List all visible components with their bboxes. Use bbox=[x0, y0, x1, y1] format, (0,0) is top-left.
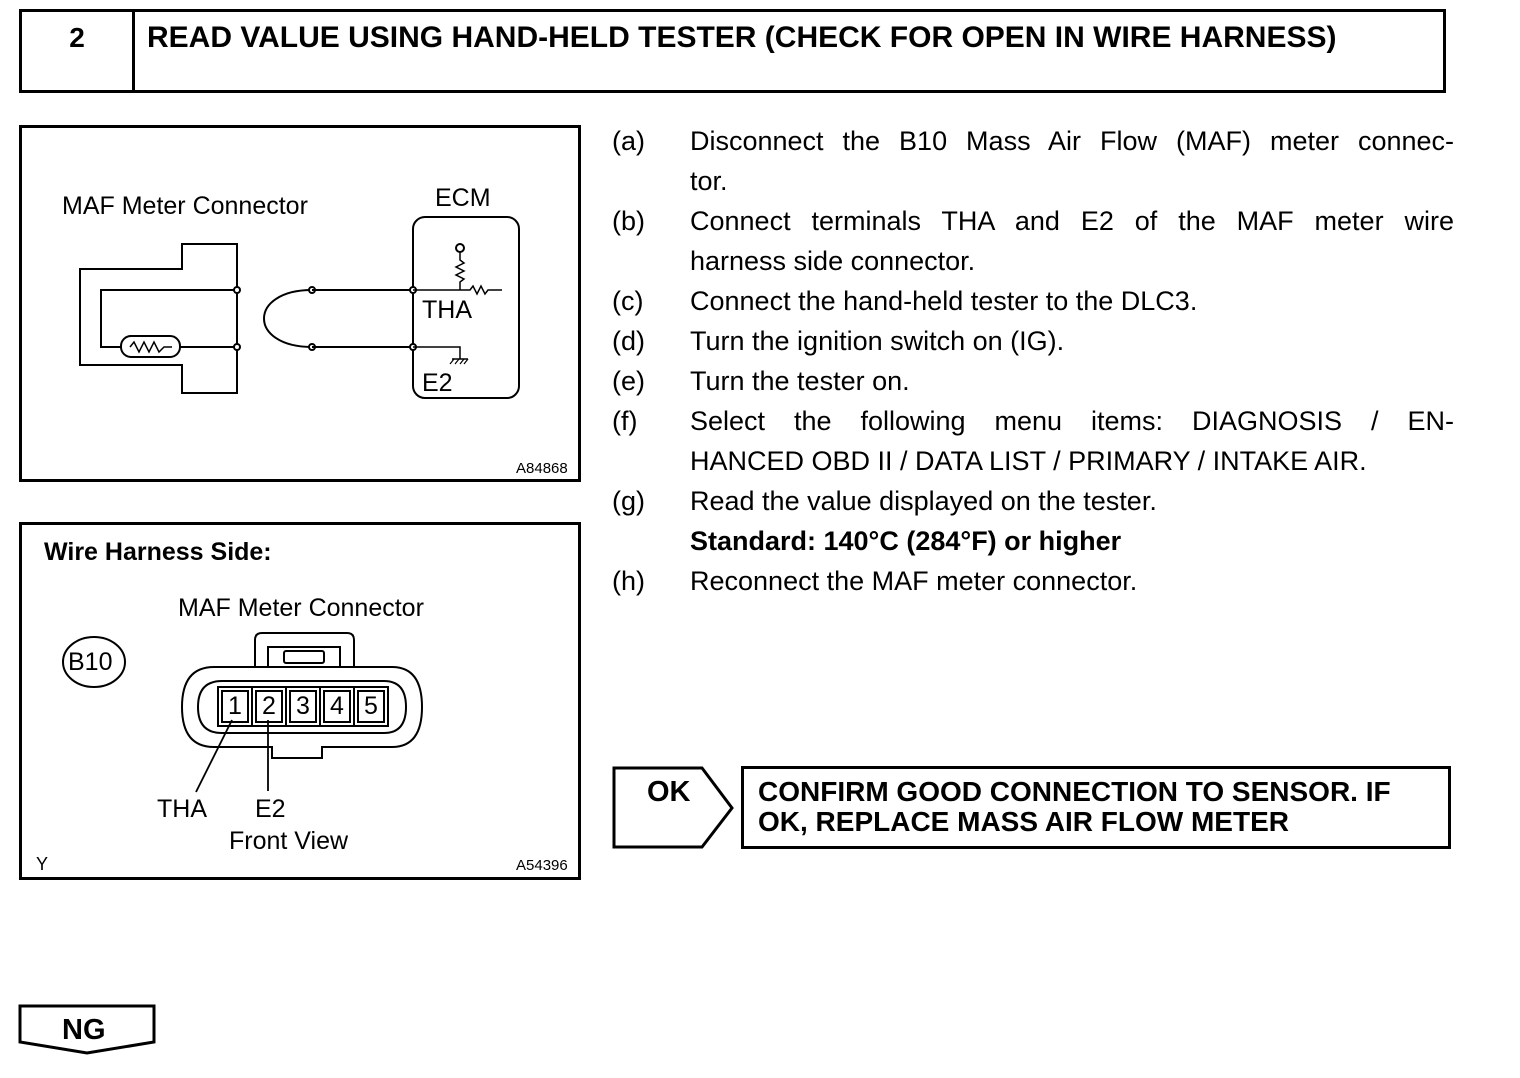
tha-leader-line bbox=[195, 719, 233, 793]
procedure-line: Reconnect the MAF meter connector. bbox=[690, 566, 1138, 596]
ng-arrow-icon bbox=[18, 1004, 156, 1055]
figure-code-2: A54396 bbox=[516, 857, 568, 874]
pin-4: 4 bbox=[330, 692, 344, 720]
pin-2: 2 bbox=[262, 692, 276, 720]
procedure-item: (f) Select the following menu items: DIA… bbox=[612, 401, 1454, 481]
procedure-item: (b) Connect terminals THA and E2 of the … bbox=[612, 201, 1454, 281]
e2-pin-label: E2 bbox=[255, 795, 286, 823]
procedure-line: Select the following menu items: DIAGNOS… bbox=[690, 406, 1454, 436]
procedure-line: Disconnect the B10 Mass Air Flow (MAF) m… bbox=[690, 126, 1454, 156]
procedure-line: Connect terminals THA and E2 of the MAF … bbox=[690, 206, 1454, 236]
ok-action-line: OK, REPLACE MASS AIR FLOW METER bbox=[758, 806, 1289, 837]
jumper-wire bbox=[263, 289, 313, 348]
procedure-line: HANCED OBD II / DATA LIST / PRIMARY / IN… bbox=[690, 446, 1367, 476]
procedure-letter: (e) bbox=[612, 366, 645, 396]
e2-label: E2 bbox=[422, 369, 453, 397]
maf-inner-wire bbox=[100, 289, 237, 348]
pin-1: 1 bbox=[228, 692, 242, 720]
connector-view-figure: Wire Harness Side: MAF Meter Connector B… bbox=[19, 522, 581, 880]
procedure-letter: (b) bbox=[612, 206, 645, 236]
maf-connector-label: MAF Meter Connector bbox=[62, 192, 308, 220]
ok-action-box: CONFIRM GOOD CONNECTION TO SENSOR. IF OK… bbox=[741, 766, 1451, 849]
wiring-diagram-figure: MAF Meter Connector ECM THA E2 A84868 bbox=[19, 125, 581, 482]
procedure-line: Read the value displayed on the tester. bbox=[690, 486, 1157, 516]
procedure-item: Standard: 140°C (284°F) or higher bbox=[612, 521, 1454, 561]
procedure-item: (e) Turn the tester on. bbox=[612, 361, 1454, 401]
corner-mark: Y bbox=[36, 854, 49, 874]
tha-pin-label: THA bbox=[157, 795, 207, 823]
procedure-line: Connect the hand-held tester to the DLC3… bbox=[690, 286, 1198, 316]
standard-value: Standard: 140°C (284°F) or higher bbox=[690, 526, 1122, 556]
procedure-item: (d) Turn the ignition switch on (IG). bbox=[612, 321, 1454, 361]
maf-connector-label-2: MAF Meter Connector bbox=[178, 594, 424, 622]
front-view-label: Front View bbox=[229, 827, 349, 855]
figure-code: A84868 bbox=[516, 460, 568, 477]
procedure-item: (c) Connect the hand-held tester to the … bbox=[612, 281, 1454, 321]
procedure-letter: (a) bbox=[612, 126, 645, 156]
connector-id: B10 bbox=[68, 648, 113, 676]
procedure-list: (a) Disconnect the B10 Mass Air Flow (MA… bbox=[612, 121, 1454, 601]
procedure-item: (g) Read the value displayed on the test… bbox=[612, 481, 1454, 521]
connector-shell bbox=[180, 666, 424, 759]
wiring-diagram bbox=[79, 216, 520, 399]
thermistor-icon bbox=[120, 335, 181, 358]
ng-label: NG bbox=[62, 1014, 106, 1046]
ok-label: OK bbox=[647, 776, 691, 808]
procedure-line: tor. bbox=[690, 166, 728, 196]
wire-harness-side-label: Wire Harness Side: bbox=[44, 538, 272, 566]
procedure-item: (h) Reconnect the MAF meter connector. bbox=[612, 561, 1454, 601]
procedure-letter: (h) bbox=[612, 566, 645, 596]
procedure-line: Turn the ignition switch on (IG). bbox=[690, 326, 1065, 356]
ok-arrow-icon bbox=[612, 766, 734, 849]
step-number: 2 bbox=[22, 12, 135, 90]
procedure-letter: (c) bbox=[612, 286, 644, 316]
pin-5: 5 bbox=[364, 692, 378, 720]
ok-action-line: CONFIRM GOOD CONNECTION TO SENSOR. IF bbox=[758, 776, 1391, 807]
maf-connector-body bbox=[79, 243, 238, 394]
supply-icon bbox=[455, 243, 465, 253]
procedure-letter: (f) bbox=[612, 406, 638, 436]
ecm-label: ECM bbox=[435, 184, 491, 212]
procedure-letter: (d) bbox=[612, 326, 645, 356]
procedure-letter bbox=[612, 521, 690, 561]
procedure-line: harness side connector. bbox=[690, 246, 976, 276]
connector-front-view bbox=[62, 632, 424, 793]
pin-3: 3 bbox=[296, 692, 310, 720]
connector-latch bbox=[254, 632, 355, 667]
step-title: READ VALUE USING HAND-HELD TESTER (CHECK… bbox=[147, 21, 1337, 54]
step-header: 2 READ VALUE USING HAND-HELD TESTER (CHE… bbox=[19, 9, 1446, 93]
thermistor-zigzag bbox=[129, 340, 172, 354]
connector-id-circle bbox=[62, 636, 126, 688]
procedure-line: Turn the tester on. bbox=[690, 366, 910, 396]
tha-label: THA bbox=[422, 296, 472, 324]
ecm-box bbox=[412, 216, 520, 399]
procedure-item: (a) Disconnect the B10 Mass Air Flow (MA… bbox=[612, 121, 1454, 201]
procedure-letter: (g) bbox=[612, 486, 645, 516]
